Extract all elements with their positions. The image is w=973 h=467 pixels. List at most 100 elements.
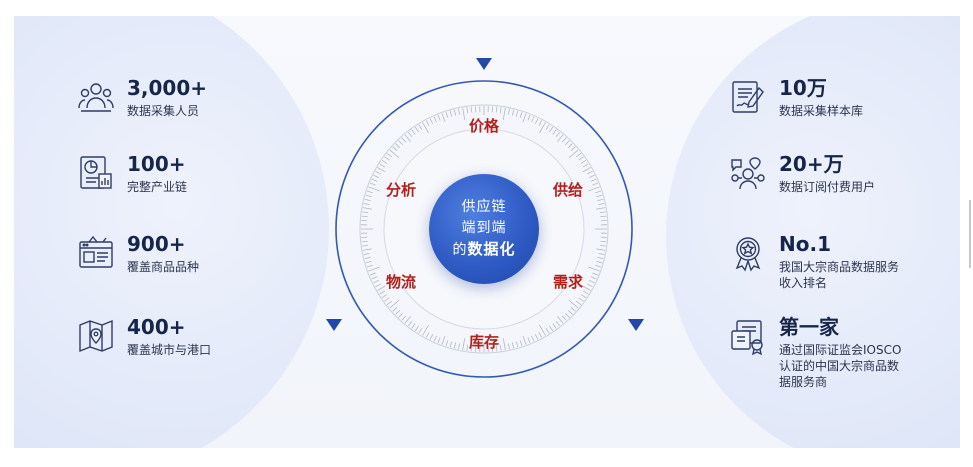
ruler-tick xyxy=(381,159,388,164)
ruler-tick xyxy=(511,109,515,116)
ruler-tick xyxy=(564,312,570,318)
ruler-tick xyxy=(596,248,606,251)
ruler-tick xyxy=(453,109,457,116)
ruler-tick xyxy=(373,174,380,179)
ruler-tick xyxy=(499,344,502,351)
stat-label-line: 据服务商 xyxy=(779,375,828,389)
ruler-tick xyxy=(600,215,607,218)
ruler-tick xyxy=(429,333,434,340)
ruler-tick xyxy=(583,163,589,168)
ruler-tick xyxy=(570,306,576,312)
ruler-tick xyxy=(437,114,441,121)
edge-divider xyxy=(969,200,973,268)
ruler-tick xyxy=(384,156,390,161)
ruler-tick xyxy=(470,345,473,352)
ruler-tick xyxy=(386,152,393,158)
core-emphasis: 数据化 xyxy=(467,240,516,258)
ruler-tick xyxy=(568,300,579,309)
ruler-tick xyxy=(597,198,604,202)
stat-label: 数据订阅付费用户 xyxy=(779,180,876,194)
ruler-tick xyxy=(458,108,461,115)
ruler-tick xyxy=(567,143,573,149)
ruler-tick xyxy=(414,325,419,332)
ruler-tick xyxy=(401,137,407,143)
ruler-tick xyxy=(596,194,603,198)
ruler-tick xyxy=(539,324,546,336)
ruler-tick xyxy=(404,134,412,142)
ruler-tick xyxy=(407,131,413,138)
ruler-tick xyxy=(362,207,372,210)
stat-label-line: 通过国际证监会IOSCO xyxy=(779,343,902,357)
ruler-tick xyxy=(502,338,506,351)
ruler-tick xyxy=(587,283,593,288)
report-chart-icon xyxy=(77,154,115,192)
ruler-tick xyxy=(495,106,498,113)
ruler-tick xyxy=(389,149,400,158)
ruler-tick xyxy=(379,290,385,295)
ruler-tick xyxy=(462,107,466,120)
ruler-tick xyxy=(462,338,466,351)
arrow-top-icon xyxy=(476,58,492,70)
ruler-tick xyxy=(597,256,604,260)
ruler-tick xyxy=(568,149,579,158)
stat-label: 数据采集人员 xyxy=(127,104,200,118)
ruler-tick xyxy=(549,325,554,332)
ruler-tick xyxy=(362,211,369,214)
wheel-label-logistics: 物流 xyxy=(386,273,417,291)
ruler-tick xyxy=(538,120,543,126)
core-line-1: 供应链 xyxy=(461,199,507,215)
ruler-tick xyxy=(582,167,591,173)
ruler-tick xyxy=(522,335,527,345)
ruler-tick xyxy=(545,124,550,130)
certificate-icon xyxy=(729,317,767,355)
ruler-tick xyxy=(392,146,398,152)
ruler-tick xyxy=(596,260,603,264)
ruler-tick xyxy=(587,170,593,175)
ruler-tick xyxy=(371,178,378,182)
ruler-tick xyxy=(538,332,543,338)
ruler-tick xyxy=(578,297,584,302)
wheel-label-demand: 需求 xyxy=(553,273,584,291)
ruler-tick xyxy=(599,244,606,247)
ruler-tick xyxy=(582,285,591,291)
ruler-tick xyxy=(441,113,446,123)
ruler-tick xyxy=(445,111,449,118)
ruler-tick xyxy=(556,134,564,142)
stat-iosco-certification: 第一家 通过国际证监会IOSCO 认证的中国大宗商品数 据服务商 xyxy=(729,315,901,390)
ruler-tick xyxy=(531,335,535,342)
stat-value: 400+ xyxy=(127,315,186,339)
ruler-tick xyxy=(527,114,531,121)
ruler-tick xyxy=(395,309,401,315)
document-pen-icon xyxy=(729,78,767,116)
stat-value: 第一家 xyxy=(779,315,839,339)
ruler-tick xyxy=(531,116,535,123)
ruler-tick xyxy=(453,342,457,349)
ruler-tick xyxy=(570,146,576,152)
ruler-tick xyxy=(495,345,498,352)
ruler-tick xyxy=(534,118,539,125)
ruler-tick xyxy=(398,312,404,318)
ruler-tick xyxy=(599,211,606,214)
ruler-tick xyxy=(379,163,385,168)
ruler-tick xyxy=(366,190,373,194)
ruler-tick xyxy=(411,323,416,329)
ruler-tick xyxy=(534,333,539,340)
ruler-tick xyxy=(502,107,506,120)
ruler-tick xyxy=(363,252,370,255)
ruler-tick xyxy=(425,120,430,126)
ruler-tick xyxy=(401,315,407,321)
ruler-tick xyxy=(418,328,423,334)
ruler-tick xyxy=(389,300,400,309)
ruler-tick xyxy=(364,198,371,202)
infographic-panel: 3,000+ 数据采集人员 100+ 完整产业链 xyxy=(14,16,960,448)
ruler-tick xyxy=(590,178,597,182)
ruler-tick xyxy=(598,252,605,255)
ruler-tick xyxy=(590,276,597,280)
ruler-tick xyxy=(425,332,430,338)
ruler-tick xyxy=(595,264,602,268)
stat-value: 20+万 xyxy=(779,152,844,176)
ruler-tick xyxy=(588,174,595,179)
wheel-label-supply: 供给 xyxy=(553,181,584,199)
ruler-tick xyxy=(575,300,582,306)
ruler-tick xyxy=(580,159,587,164)
